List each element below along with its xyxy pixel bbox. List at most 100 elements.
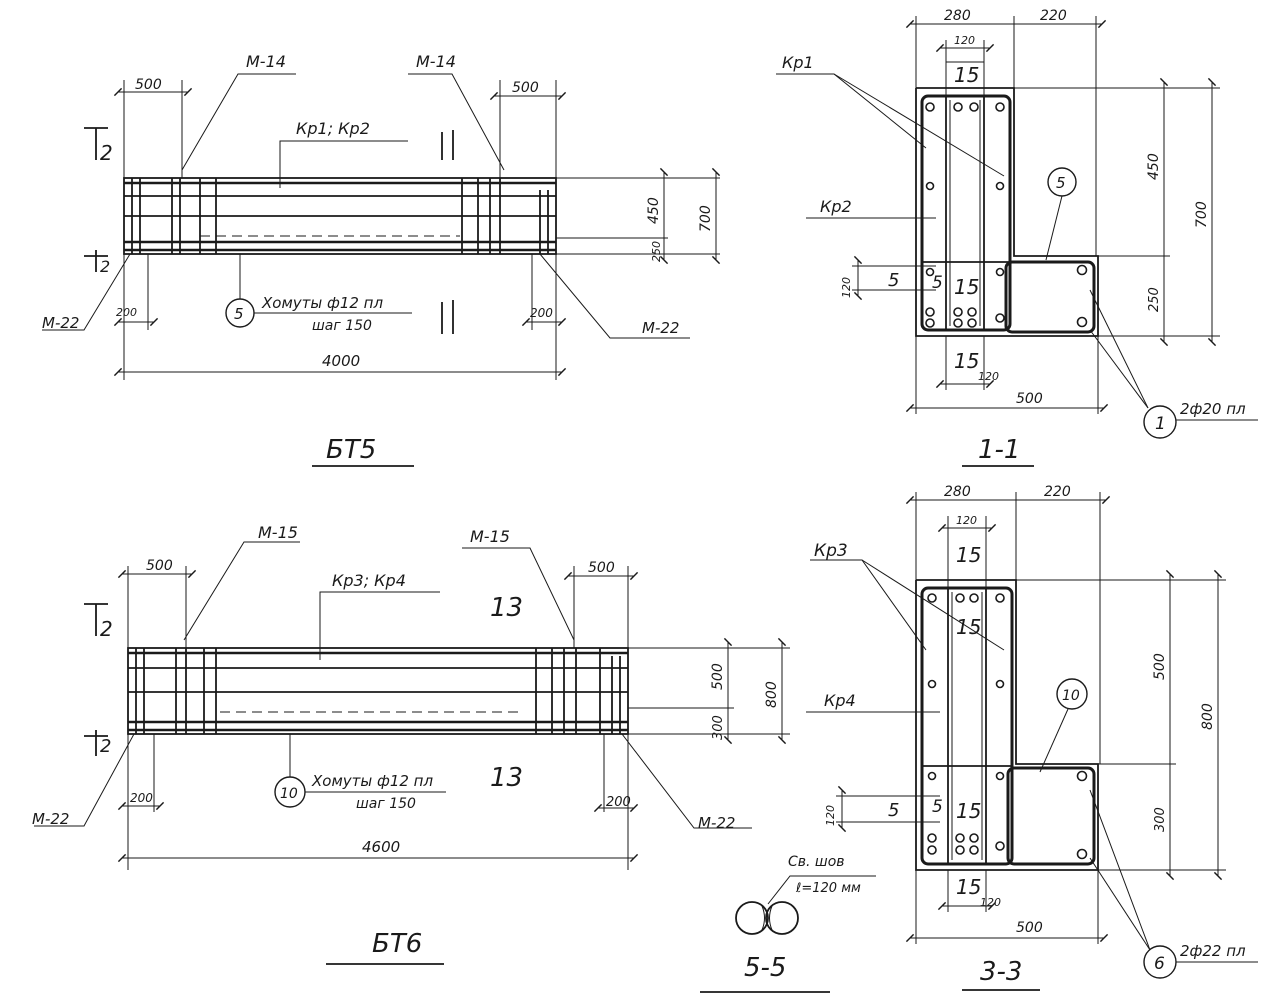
s33-frame-4-label: Кр4: [824, 691, 856, 710]
s11-dim-right-total-label: 700: [1194, 201, 1210, 228]
bt6-cut2-bottom-label: 2: [100, 736, 111, 757]
bt6-dim-top-left: 500: [146, 558, 173, 574]
s33-pos10-circle: [1056, 678, 1088, 710]
bt6-dim-right-lower: 300: [711, 715, 726, 740]
bt6-dim-right-total: 800: [764, 681, 780, 708]
bt5-right-anchor: [461, 178, 549, 254]
bt5-mark-bottom-right: M-22: [642, 319, 679, 337]
bt6-stirrup-pos: 10: [280, 786, 298, 802]
s33-dim-right-upper: 500: [1152, 653, 1168, 680]
s33-dim-top-right: 220: [1044, 484, 1071, 500]
bt5-cut2-bottom-label: 2: [100, 257, 110, 276]
s11-pos5: 5: [1056, 174, 1066, 192]
bt6-leader-m15-left: [183, 541, 300, 641]
bt5-dim-length-label: 4000: [322, 352, 360, 370]
detail-55-title: 5-5: [744, 953, 786, 983]
s33-spacing-top: 15: [956, 543, 981, 567]
s11-bars-text: 2ф20 пл: [1180, 400, 1246, 418]
beam-bt5-elevation: 500 500 M-14 M-14 Кр1; Кр2 2 2 450 250 7…: [42, 52, 721, 467]
bt6-cut2-top-label: 2: [100, 617, 113, 641]
s11-dim-right-lower: 250: [1147, 287, 1162, 312]
detail-55-bar-left: [735, 901, 769, 935]
bt5-dim-right-total-label: 700: [698, 205, 714, 232]
s11-frame-kr2: [1004, 260, 1096, 334]
s11-dim-bottom-inner: 120: [978, 370, 999, 383]
bt6-mark-top-right: M-15: [470, 527, 510, 546]
bt6-leader-m22-right: [621, 733, 752, 829]
s11-leader-pos1: [1089, 289, 1149, 409]
s33-left-spacing-inner: 5: [932, 797, 943, 817]
s11-left-spacing: 5: [888, 270, 899, 291]
bt5-cut2-top-label: 2: [100, 141, 113, 165]
s11-dim-inner: 120: [954, 34, 975, 47]
bt5-dim-top-left-label: 500: [135, 77, 162, 93]
bt6-dim-bottom-left: 200: [130, 791, 153, 805]
bt5-title: БТ5: [326, 435, 376, 465]
bt6-section-mark-bottom: 13: [490, 763, 523, 793]
bt6-mark-bottom-left: M-22: [32, 810, 69, 828]
s11-left-dim: 120: [840, 277, 853, 298]
s11-dim-bottom-label: 500: [1016, 391, 1043, 407]
s33-frame-3-label: Кр3: [814, 541, 848, 561]
s11-spacing-bottom: 15: [954, 349, 979, 373]
bt5-stirrup-step: шаг 150: [312, 318, 372, 334]
bt5-dim-right-lower-label: 250: [650, 241, 663, 262]
s33-frame-kr4: [1006, 766, 1096, 866]
beam-bt6-outline: [127, 647, 629, 735]
bt5-mark-top-right: M-14: [416, 52, 456, 71]
bt5-dim-bottom-right: 200: [530, 306, 553, 320]
bt6-dim-top-right: 500: [588, 560, 615, 576]
s33-dim-right-total: 800: [1200, 703, 1216, 730]
s11-leader-kr1: [776, 73, 927, 149]
bt6-leader-frames: [319, 591, 440, 660]
s11-frame-kr1: [920, 94, 1012, 332]
bt6-stirrup-text: Хомуты ф12 пл: [311, 772, 433, 790]
s33-leader-kr3: [810, 559, 927, 651]
section-11: 280 220 120 15 450 250 700 15 120 500 Кр…: [776, 8, 1258, 467]
bt6-right-anchor: [535, 648, 621, 734]
s33-left-spacing: 5: [888, 800, 899, 821]
bt6-left-anchor: [135, 648, 217, 734]
detail-55-weld: [761, 905, 773, 931]
s33-spacing-bottom: 15: [956, 875, 981, 899]
bt6-dim-right-upper: 500: [710, 663, 726, 690]
bt5-frames-label: Кр1; Кр2: [296, 119, 370, 138]
s11-mid-spacing: 15: [954, 275, 979, 299]
bt6-section-mark-top: 13: [490, 593, 523, 623]
s11-title: 1-1: [978, 435, 1020, 465]
bt6-stirrup-step: шаг 150: [356, 796, 416, 812]
s11-left-spacing-inner: 5: [932, 273, 943, 293]
s33-dim-bottom: 500: [1016, 920, 1043, 936]
bt6-mark-bottom-right: M-22: [698, 814, 735, 832]
s11-pos1: 1: [1155, 414, 1166, 434]
bt6-frames-label: Кр3; Кр4: [332, 571, 406, 590]
s33-dim-right-lower: 300: [1153, 807, 1168, 832]
s33-pos6: 6: [1154, 954, 1165, 974]
bt6-dim-bottom-right: 200: [606, 795, 631, 810]
bt6-leader-m22-left: [34, 733, 135, 827]
detail-55: Св. шов ℓ=120 мм 5-5: [700, 854, 876, 993]
detail-55-bar-right: [765, 901, 799, 935]
s33-leader-pos6: [1089, 789, 1151, 951]
bt5-leader-m14-right: [408, 73, 505, 171]
s11-spacing-top: 15: [954, 63, 979, 87]
s33-frame-kr3: [920, 586, 1014, 866]
s33-mid-spacing: 15: [956, 799, 981, 823]
bt5-leader-m22-left: [42, 253, 131, 331]
bt5-leader-frames: [279, 140, 408, 188]
s33-dim-bottom-inner: 120: [980, 896, 1001, 909]
s11-pos1-circle: [1143, 405, 1177, 439]
s33-dim-top-left: 280: [944, 484, 971, 500]
bt6-mark-top-left: M-15: [258, 523, 298, 542]
bt5-stirrup-text: Хомуты ф12 пл: [261, 294, 383, 312]
s11-dim-top-right: 220: [1040, 8, 1067, 24]
bt6-dim-length-label: 4600: [362, 838, 400, 856]
bt5-stirrup-pos: 5: [234, 305, 244, 323]
s33-title: 3-3: [980, 957, 1022, 987]
s11-frame-2-label: Кр2: [820, 197, 852, 216]
s33-inner-spacing: 15: [956, 615, 981, 639]
bt5-mark-top-left: M-14: [246, 52, 286, 71]
s11-frame-1-label: Кр1: [782, 53, 814, 72]
beam-bt6-elevation: 500 500 M-15 M-15 Кр3; Кр4 13 13 2 2 500…: [32, 523, 790, 965]
bt6-title: БТ6: [372, 929, 422, 959]
